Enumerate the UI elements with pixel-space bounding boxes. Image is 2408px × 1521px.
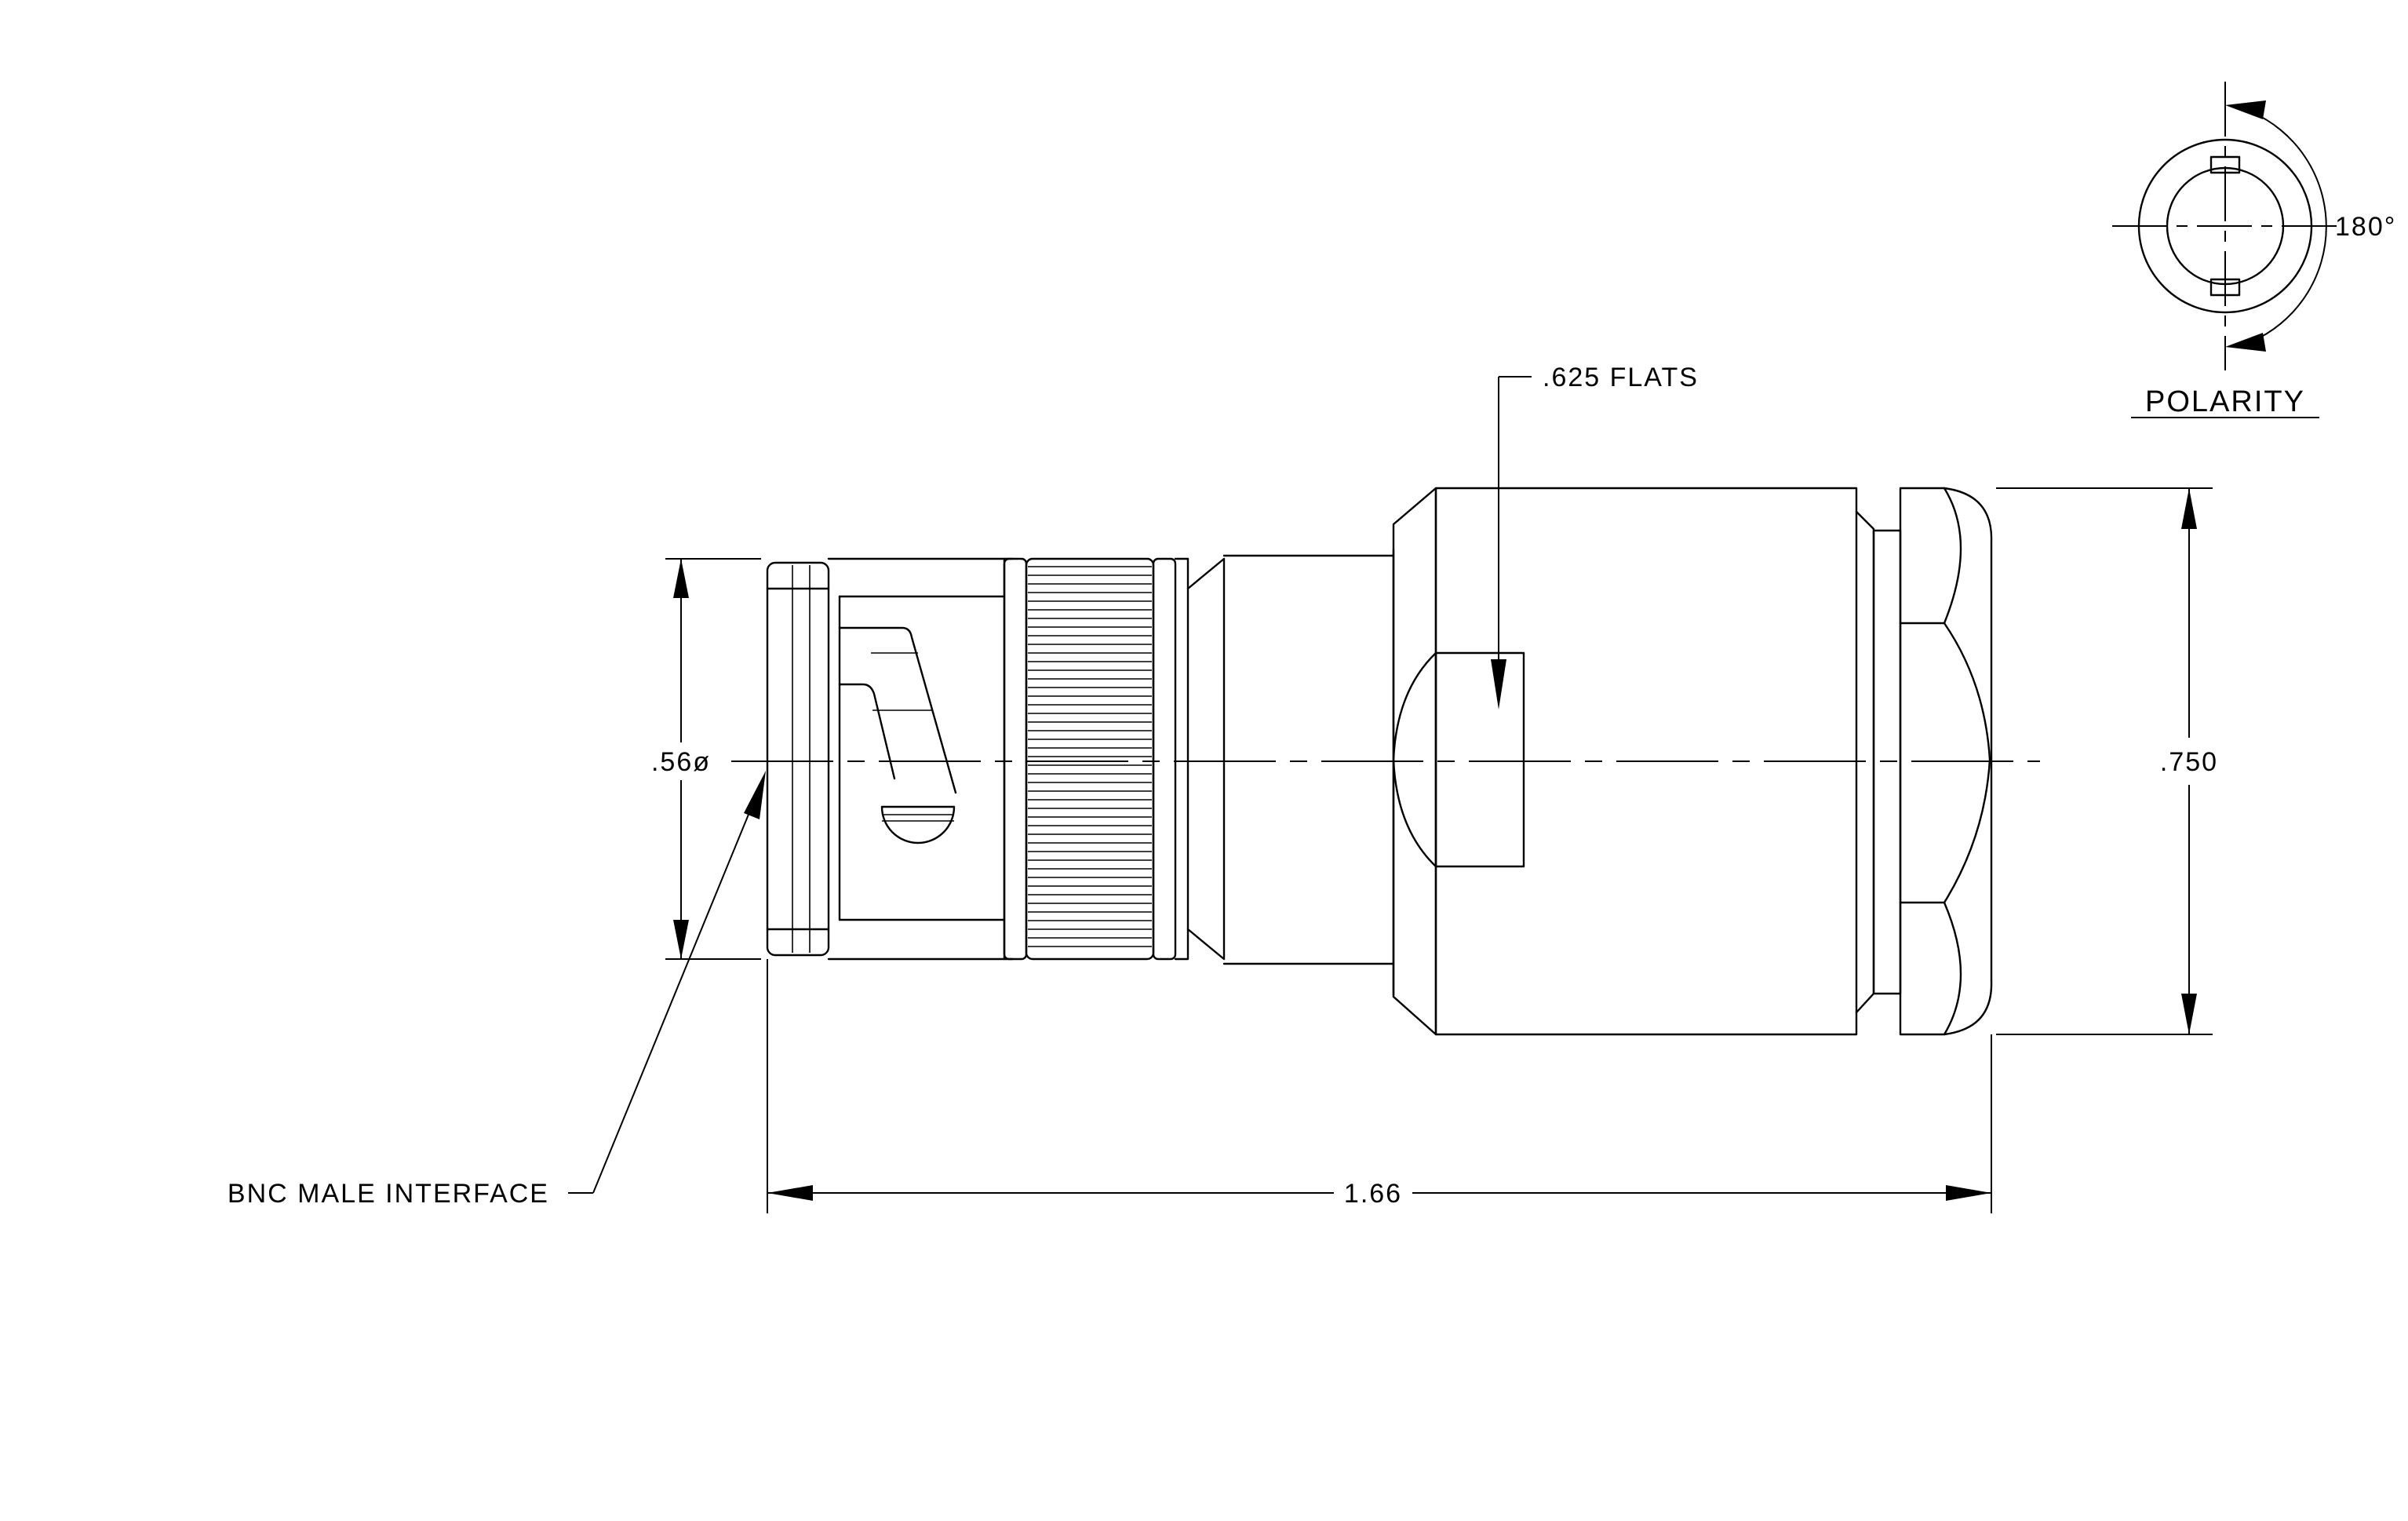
bnc-front-ring: [766, 561, 830, 957]
length-label: 1.66: [1344, 1179, 1402, 1209]
bnc-body: [827, 557, 1014, 961]
knurl-lines: [1028, 566, 1152, 947]
flats-label: .625 FLATS: [1543, 363, 1699, 392]
flats-leader: [1491, 376, 1532, 709]
height-dimension: [1996, 487, 2213, 1035]
length-dimension: [767, 959, 1992, 1213]
interface-leader: [568, 771, 766, 1194]
interface-label: BNC MALE INTERFACE: [228, 1179, 549, 1209]
polarity-title: POLARITY: [2145, 385, 2305, 418]
rear-hex-nut: [1855, 487, 1993, 1036]
height-label: .750: [2160, 747, 2218, 777]
diameter-dimension: [665, 558, 761, 960]
diameter-label: .56ø: [651, 747, 711, 777]
knurled-nut: [1003, 557, 1177, 961]
polarity-view: [2112, 82, 2338, 370]
transition-section: [1174, 548, 1395, 997]
rotation-label: 180°: [2335, 212, 2396, 242]
